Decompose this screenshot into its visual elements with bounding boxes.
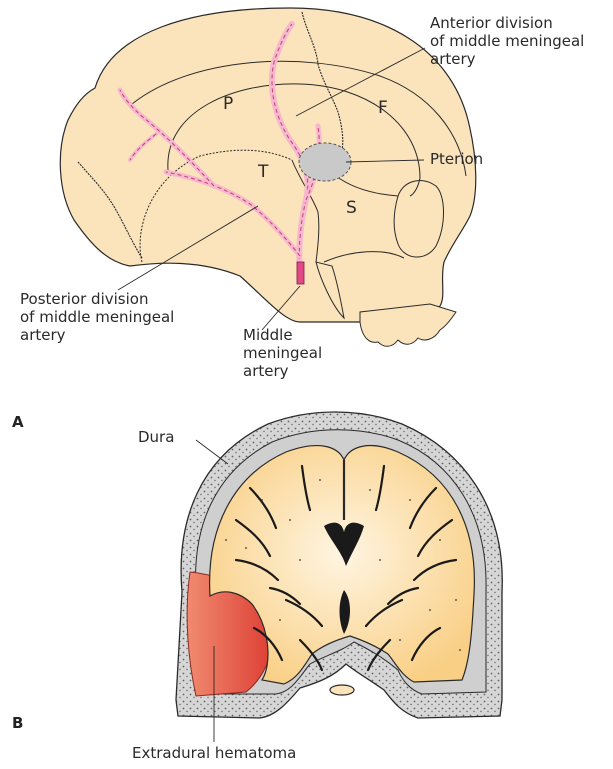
coronal-section	[176, 412, 502, 742]
brainstem-canal	[330, 685, 354, 695]
upper-teeth	[360, 304, 456, 346]
panel-label-b: B	[12, 714, 23, 732]
label-temporal: T	[258, 162, 268, 182]
leader-dura	[196, 440, 228, 464]
label-anterior-division: Anterior division of middle meningeal ar…	[430, 14, 584, 68]
label-dura: Dura	[138, 428, 174, 446]
label-pterion: Pterion	[430, 150, 483, 168]
label-posterior-division: Posterior division of middle meningeal a…	[20, 290, 174, 344]
middle-meningeal-artery-trunk	[297, 262, 304, 284]
pterion-area	[299, 143, 351, 181]
label-parietal: P	[223, 94, 233, 114]
label-middle-meningeal-artery: Middle meningeal artery	[243, 326, 322, 380]
orbit	[394, 181, 443, 257]
label-extradural-hematoma: Extradural hematoma	[132, 744, 296, 762]
panel-label-a: A	[12, 413, 24, 431]
label-sphenoid: S	[346, 198, 357, 218]
label-frontal: F	[378, 98, 388, 118]
